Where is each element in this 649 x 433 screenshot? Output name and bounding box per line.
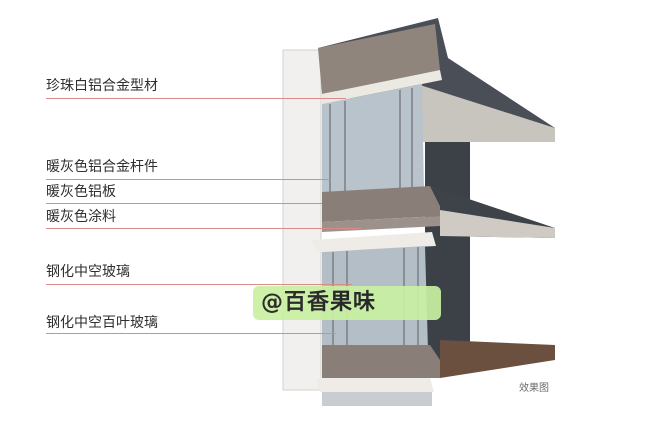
leader-line-4 bbox=[46, 228, 362, 229]
watermark-text: @百香果味 bbox=[261, 290, 377, 315]
label-tempered-insulated-glass: 钢化中空玻璃 bbox=[46, 264, 130, 280]
middle-white-sill bbox=[312, 232, 436, 252]
middle-spandrel bbox=[322, 186, 440, 222]
label-tempered-insulated-louver-glass: 钢化中空百叶玻璃 bbox=[46, 315, 158, 331]
label-warm-gray-coating: 暖灰色涂料 bbox=[46, 209, 116, 225]
lower-white-sill bbox=[316, 378, 434, 392]
leader-line-3 bbox=[46, 203, 322, 204]
upper-window-glass bbox=[322, 84, 424, 200]
caption-rendering: 效果图 bbox=[519, 383, 549, 394]
white-wall-panel bbox=[282, 49, 322, 391]
leader-line-2 bbox=[46, 179, 330, 180]
label-warm-gray-aluminum-panel: 暖灰色铝板 bbox=[46, 184, 116, 200]
top-slab-ceiling bbox=[420, 85, 555, 142]
leader-line-1 bbox=[46, 98, 346, 99]
watermark: @百香果味 bbox=[253, 286, 441, 320]
upper-spandrel bbox=[318, 24, 440, 94]
label-warm-gray-aluminum-rods: 暖灰色铝合金杆件 bbox=[46, 159, 158, 175]
leader-line-5 bbox=[46, 284, 352, 285]
label-pearl-white-aluminum-profile: 珍珠白铝合金型材 bbox=[46, 78, 158, 94]
leader-line-6 bbox=[46, 333, 336, 334]
balcony-floor bbox=[440, 340, 555, 378]
upper-white-sill bbox=[322, 70, 442, 104]
lower-spandrel bbox=[322, 345, 440, 378]
